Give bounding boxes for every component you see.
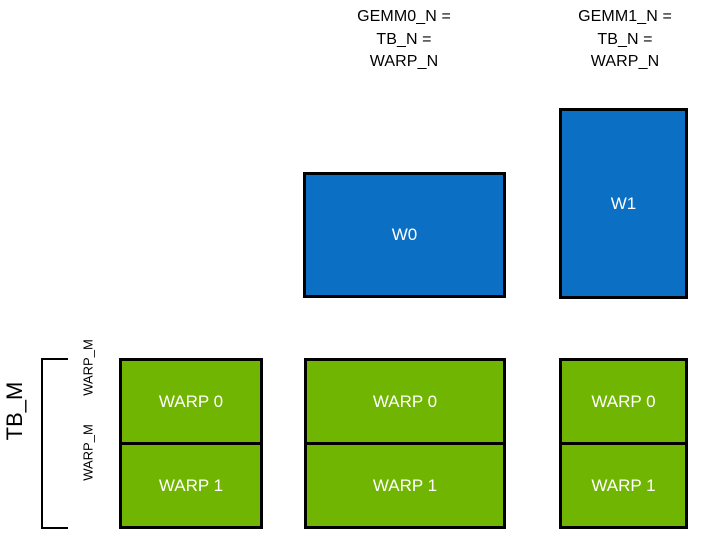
tb-m-label: TB_M [2,381,27,441]
green-column-0: WARP 0 WARP 1 [119,358,263,529]
green-column-2: WARP 0 WARP 1 [559,358,688,529]
green-cell-warp1: WARP 1 [307,442,503,526]
blue-tile-w0: W0 [303,172,506,298]
green-cell-label: WARP 0 [372,391,438,411]
warp-m-label-bottom: WARP_M [80,424,96,481]
warp-m-label-top: WARP_M [80,339,96,396]
column-caption-gemm1: GEMM1_N = TB_N = WARP_N [578,8,672,71]
green-cell-label: WARP 1 [158,475,224,495]
tb-m-bracket [41,358,68,529]
green-column-1: WARP 0 WARP 1 [304,358,506,529]
blue-tile-w0-label: W0 [391,225,418,244]
blue-tile-w1-label: W1 [610,193,637,213]
green-cell-warp0: WARP 0 [562,361,685,442]
green-cell-label: WARP 1 [591,475,656,495]
blue-tile-w1: W1 [559,108,688,299]
green-cell-warp1: WARP 1 [562,442,685,526]
green-cell-warp1: WARP 1 [122,442,260,526]
green-cell-warp0: WARP 0 [122,361,260,442]
green-cell-warp0: WARP 0 [307,361,503,442]
green-cell-label: WARP 1 [372,475,438,495]
green-cell-label: WARP 0 [158,391,224,411]
column-caption-gemm0: GEMM0_N = TB_N = WARP_N [357,8,451,71]
green-cell-label: WARP 0 [591,391,656,411]
